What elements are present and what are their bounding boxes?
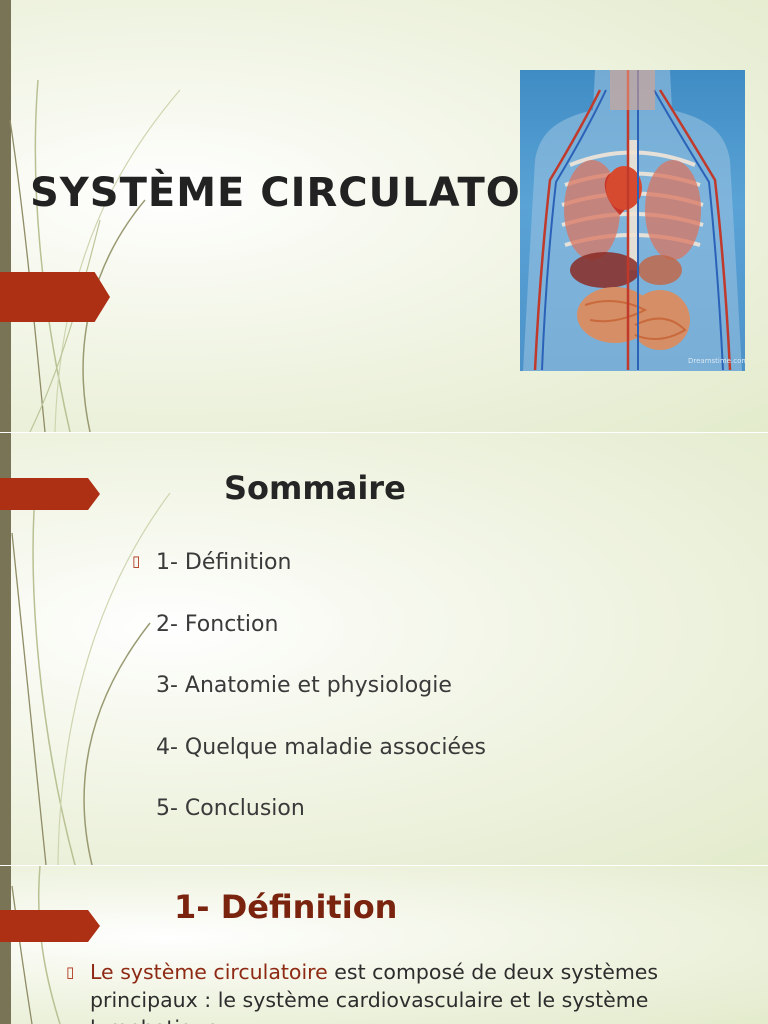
summary-item-label: 4- Quelque maladie associées: [156, 734, 486, 760]
slide-summary: Sommaire ▯ 1- Définition 2- Fonction 3- …: [0, 433, 768, 865]
left-accent-bar: [0, 866, 11, 1024]
image-watermark: Dreamstime.com: [688, 357, 745, 365]
slide-main-title: SYSTÈME CIRCULATOIRE: [30, 170, 597, 216]
summary-item-3: 3- Anatomie et physiologie: [132, 668, 486, 730]
definition-highlight: Le système circulatoire: [90, 960, 328, 984]
definition-arrow-tab: [0, 910, 100, 942]
title-arrow-tab: [0, 272, 110, 322]
definition-text: est composé de deux systèmes principaux …: [90, 960, 659, 1024]
slide-title: SYSTÈME CIRCULATOIRE: [0, 0, 768, 432]
left-accent-bar: [0, 0, 11, 432]
left-accent-bar: [0, 433, 11, 865]
slide-definition: 1- Définition ▯ Le système circulatoire …: [0, 866, 768, 1024]
summary-item-5: 5- Conclusion: [132, 791, 486, 853]
summary-item-2: 2- Fonction: [132, 607, 486, 669]
decorative-curves: [9, 79, 181, 432]
summary-item-label: 3- Anatomie et physiologie: [156, 673, 452, 698]
summary-item-label: 2- Fonction: [156, 611, 279, 637]
summary-item-4: 4- Quelque maladie associées: [132, 730, 486, 792]
summary-arrow-tab: [0, 478, 100, 510]
summary-item-1: ▯ 1- Définition: [132, 545, 486, 607]
summary-item-label: 5- Conclusion: [156, 796, 305, 821]
summary-list: ▯ 1- Définition 2- Fonction 3- Anatomie …: [132, 545, 486, 853]
definition-paragraph: ▯ Le système circulatoire est composé de…: [66, 958, 756, 1024]
bullet-icon: ▯: [66, 963, 75, 981]
definition-title: 1- Définition: [174, 888, 398, 926]
anatomy-illustration: Dreamstime.com: [520, 70, 745, 371]
bullet-icon: ▯: [132, 552, 141, 570]
summary-item-label: 1- Définition: [156, 550, 292, 575]
summary-title: Sommaire: [224, 469, 406, 507]
